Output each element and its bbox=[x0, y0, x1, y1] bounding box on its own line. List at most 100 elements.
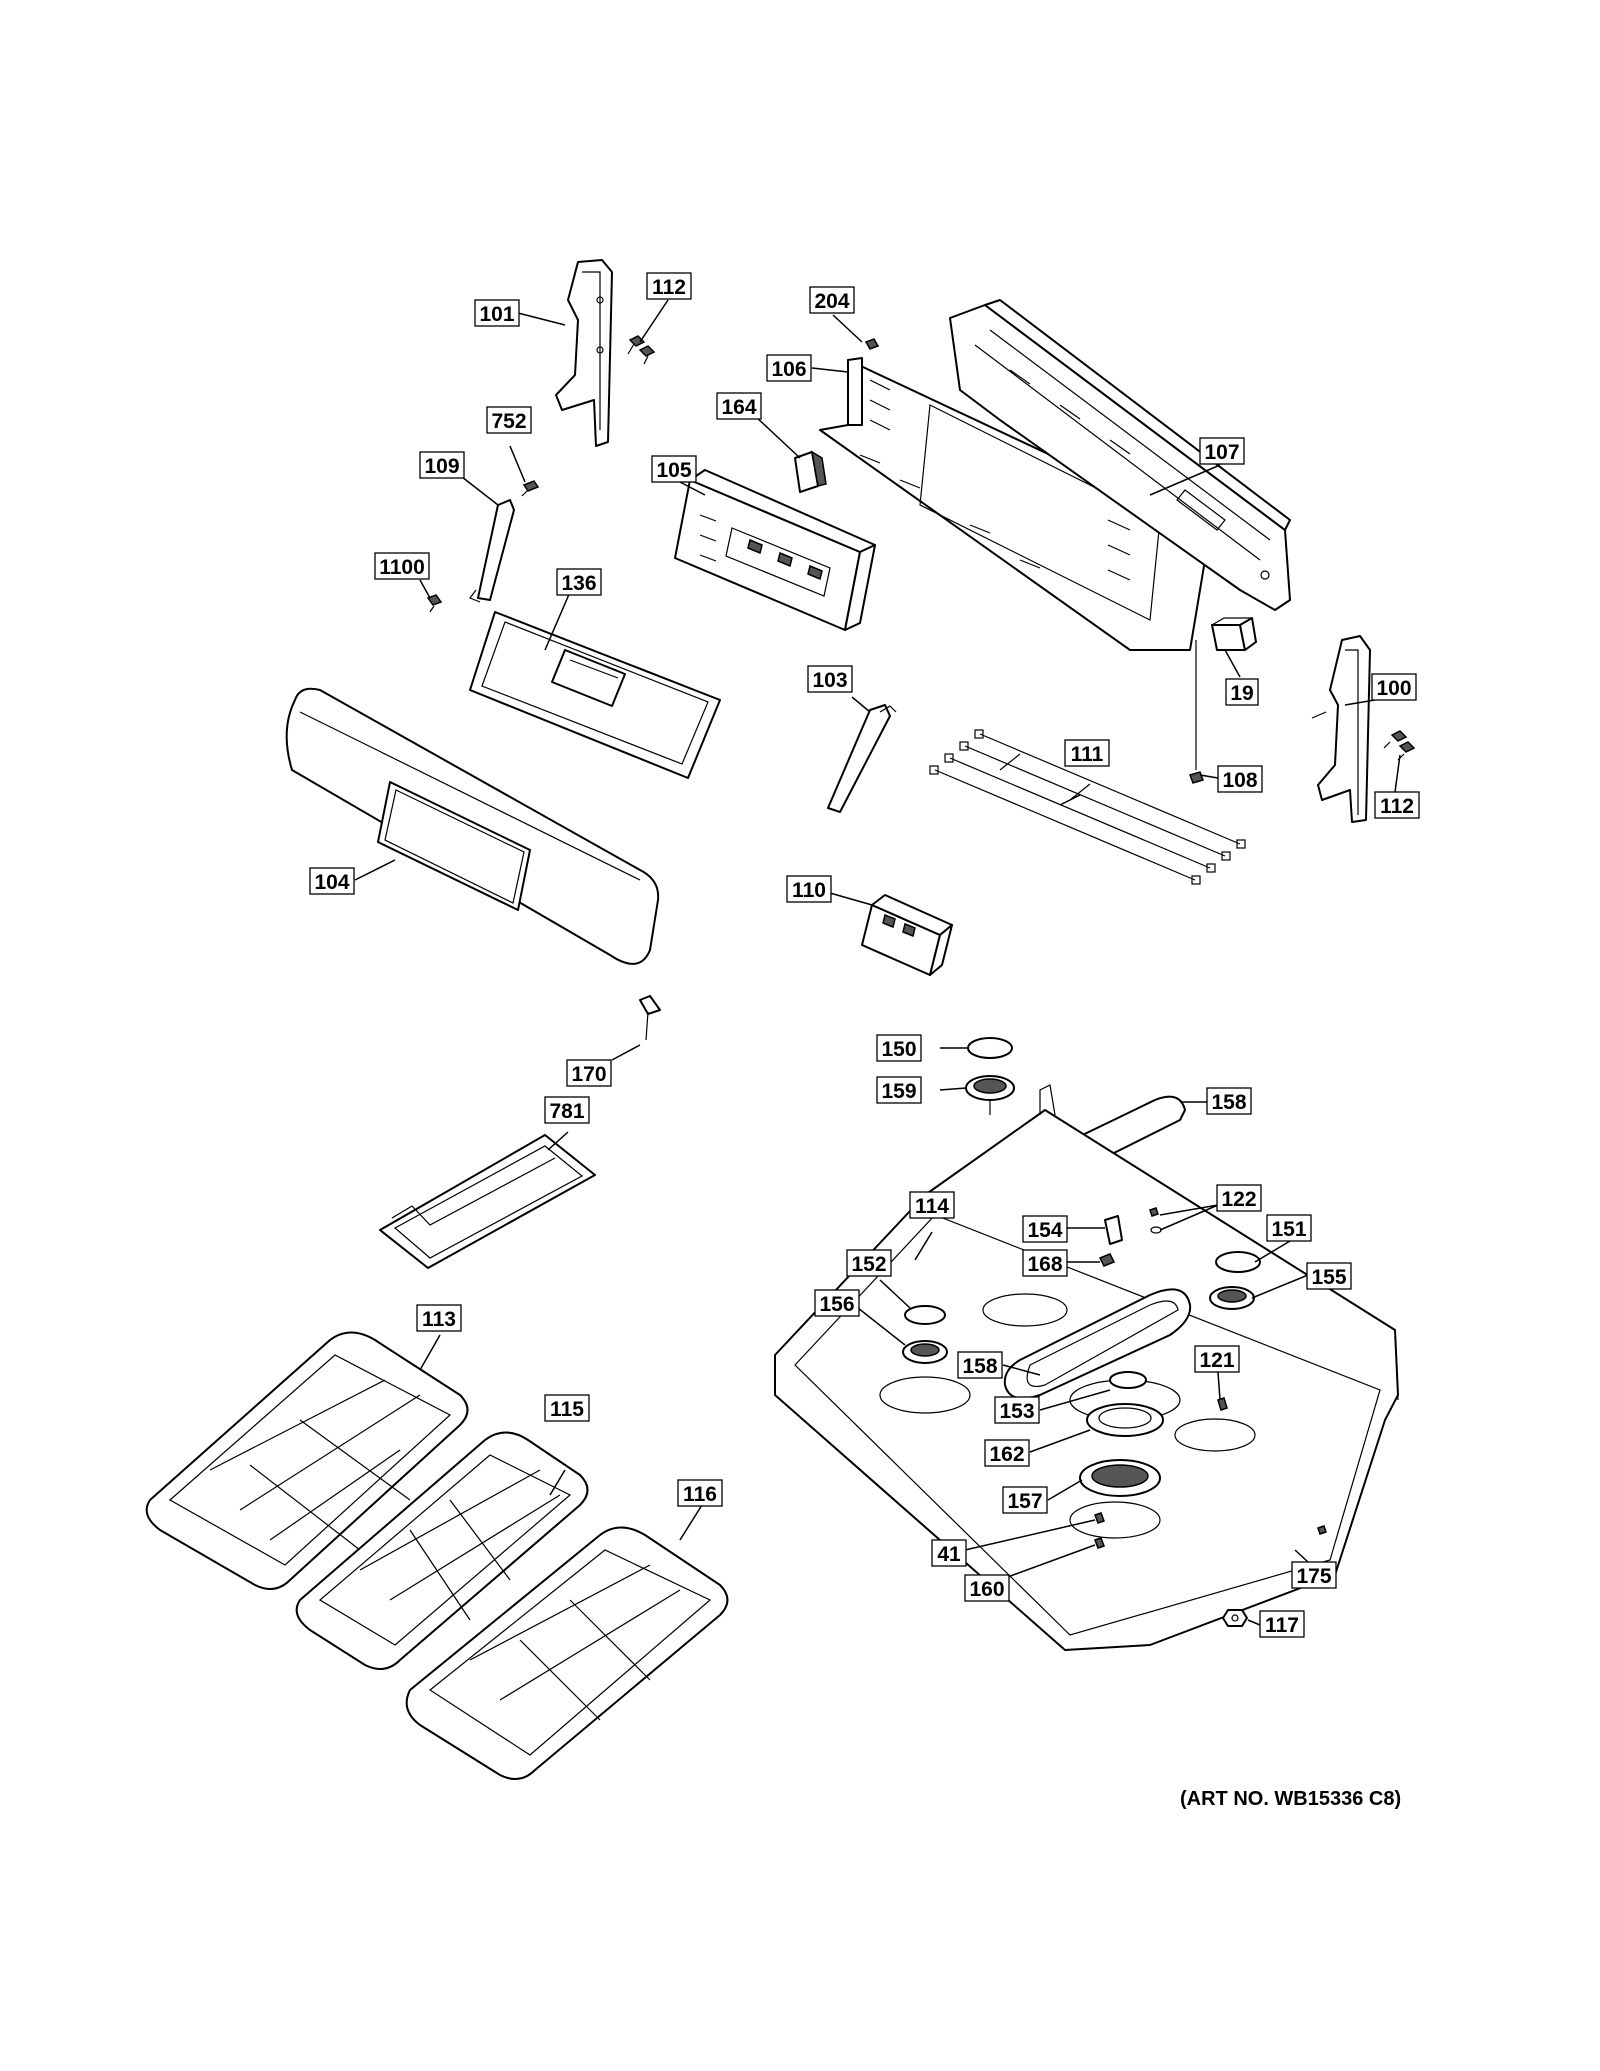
callout-label: 155 bbox=[1311, 1266, 1346, 1289]
callout: 41 bbox=[931, 1539, 967, 1567]
callout-label: 752 bbox=[491, 410, 526, 433]
callout: 106 bbox=[766, 354, 812, 382]
callout-label: 160 bbox=[969, 1578, 1004, 1601]
callout-label: 164 bbox=[721, 396, 756, 419]
part-screw-set bbox=[627, 335, 656, 365]
callout: 114 bbox=[909, 1191, 955, 1219]
callout: 100 bbox=[1371, 673, 1417, 701]
callout-label: 105 bbox=[656, 459, 691, 482]
callout-label: 117 bbox=[1265, 1614, 1299, 1637]
part-screw-108 bbox=[1189, 640, 1204, 784]
callout: 19 bbox=[1225, 678, 1259, 706]
part-grate-middle bbox=[295, 1431, 589, 1670]
part-burner-head-156 bbox=[902, 1340, 948, 1364]
part-screw-41 bbox=[1094, 1512, 1105, 1524]
part-burner-ring-162 bbox=[1086, 1403, 1164, 1437]
callout-label: 122 bbox=[1221, 1188, 1256, 1211]
callout-label: 158 bbox=[962, 1355, 997, 1378]
part-bracket-vertical bbox=[469, 499, 515, 603]
callout: 109 bbox=[419, 451, 465, 479]
callout-label: 156 bbox=[819, 1293, 854, 1316]
part-orifice-154 bbox=[1104, 1215, 1123, 1245]
callout: 170 bbox=[566, 1059, 612, 1087]
part-burner-head-159 bbox=[965, 1075, 1015, 1115]
callout-label: 100 bbox=[1376, 677, 1411, 700]
part-screw-170 bbox=[639, 995, 661, 1041]
callout-label: 113 bbox=[422, 1308, 456, 1331]
callout: 159 bbox=[876, 1076, 922, 1104]
callout: 150 bbox=[876, 1034, 922, 1062]
art-number: (ART NO. WB15336 C8) bbox=[1180, 1788, 1402, 1810]
leader-lines bbox=[354, 299, 1401, 1626]
callout-label: 154 bbox=[1027, 1219, 1062, 1242]
part-electrode-168 bbox=[1098, 1253, 1116, 1267]
part-oval-burner bbox=[1003, 1288, 1192, 1400]
callout-label: 151 bbox=[1271, 1218, 1306, 1241]
callout: 116 bbox=[677, 1479, 723, 1507]
callout: 1100 bbox=[374, 552, 430, 580]
callout: 154 bbox=[1022, 1215, 1068, 1243]
part-control-board bbox=[674, 469, 876, 631]
part-griddle bbox=[379, 1134, 596, 1269]
part-connector-164 bbox=[794, 450, 827, 493]
callout: 158 bbox=[957, 1351, 1003, 1379]
callout-label: 114 bbox=[915, 1195, 949, 1218]
callout-label: 103 bbox=[812, 669, 847, 692]
callout-label: 153 bbox=[999, 1400, 1034, 1423]
part-burner-cap-151 bbox=[1215, 1251, 1261, 1273]
part-burner-cap-152 bbox=[904, 1305, 946, 1325]
callout-label: 158 bbox=[1211, 1091, 1246, 1114]
callout: 153 bbox=[994, 1396, 1040, 1424]
part-small-screw bbox=[521, 480, 540, 497]
callout-label: 121 bbox=[1199, 1349, 1234, 1372]
callout: 781 bbox=[544, 1096, 590, 1124]
part-bracket-103 bbox=[827, 704, 897, 813]
callout-label: 108 bbox=[1222, 769, 1257, 792]
callout: 157 bbox=[1002, 1486, 1048, 1514]
callout-label: 101 bbox=[479, 303, 514, 326]
callout: 158 bbox=[1206, 1087, 1252, 1115]
callout-label: 150 bbox=[881, 1038, 916, 1061]
callout: 168 bbox=[1022, 1249, 1068, 1277]
part-foot-117 bbox=[1222, 1609, 1248, 1627]
callout: 160 bbox=[964, 1574, 1010, 1602]
callout: 175 bbox=[1291, 1561, 1337, 1589]
part-screw-set-right bbox=[1383, 730, 1416, 761]
callout: 156 bbox=[814, 1289, 860, 1317]
callout: 110 bbox=[786, 875, 832, 903]
callout-label: 152 bbox=[851, 1253, 886, 1276]
callout: 752 bbox=[486, 406, 532, 434]
callout-label: 204 bbox=[814, 290, 849, 313]
callout: 204 bbox=[809, 286, 855, 314]
callout: 122 bbox=[1216, 1184, 1262, 1212]
callout: 155 bbox=[1306, 1262, 1352, 1290]
callout-label: 168 bbox=[1027, 1253, 1062, 1276]
callout: 113 bbox=[416, 1304, 462, 1332]
part-end-bracket-right bbox=[1311, 635, 1371, 823]
callout-label: 19 bbox=[1230, 682, 1253, 705]
part-module-110 bbox=[861, 894, 953, 976]
callout: 112 bbox=[1374, 791, 1420, 819]
callout-label: 109 bbox=[424, 455, 459, 478]
callout-label: 112 bbox=[1380, 795, 1414, 818]
callout: 101 bbox=[474, 299, 520, 327]
callout-label: 781 bbox=[549, 1100, 584, 1123]
callout: 107 bbox=[1199, 437, 1245, 465]
callout-label: 170 bbox=[571, 1063, 606, 1086]
part-backguard-rear bbox=[949, 299, 1291, 611]
callout-label: 112 bbox=[652, 276, 686, 299]
callout: 136 bbox=[556, 568, 602, 596]
callout: 164 bbox=[716, 392, 762, 420]
part-control-panel bbox=[285, 687, 660, 965]
part-burner-cap-150 bbox=[967, 1037, 1013, 1059]
callout-labels: 101 112 204 106 752 164 105 109 107 1100… bbox=[309, 272, 1420, 1638]
part-screw-204 bbox=[864, 338, 880, 350]
callout-label: 111 bbox=[1071, 743, 1104, 766]
part-burner-head-155 bbox=[1209, 1286, 1255, 1310]
callout: 111 bbox=[1064, 739, 1110, 767]
part-screw-175 bbox=[1317, 1525, 1327, 1535]
callout: 152 bbox=[846, 1249, 892, 1277]
callout-label: 159 bbox=[881, 1080, 916, 1103]
part-backguard-panel bbox=[819, 357, 1211, 651]
